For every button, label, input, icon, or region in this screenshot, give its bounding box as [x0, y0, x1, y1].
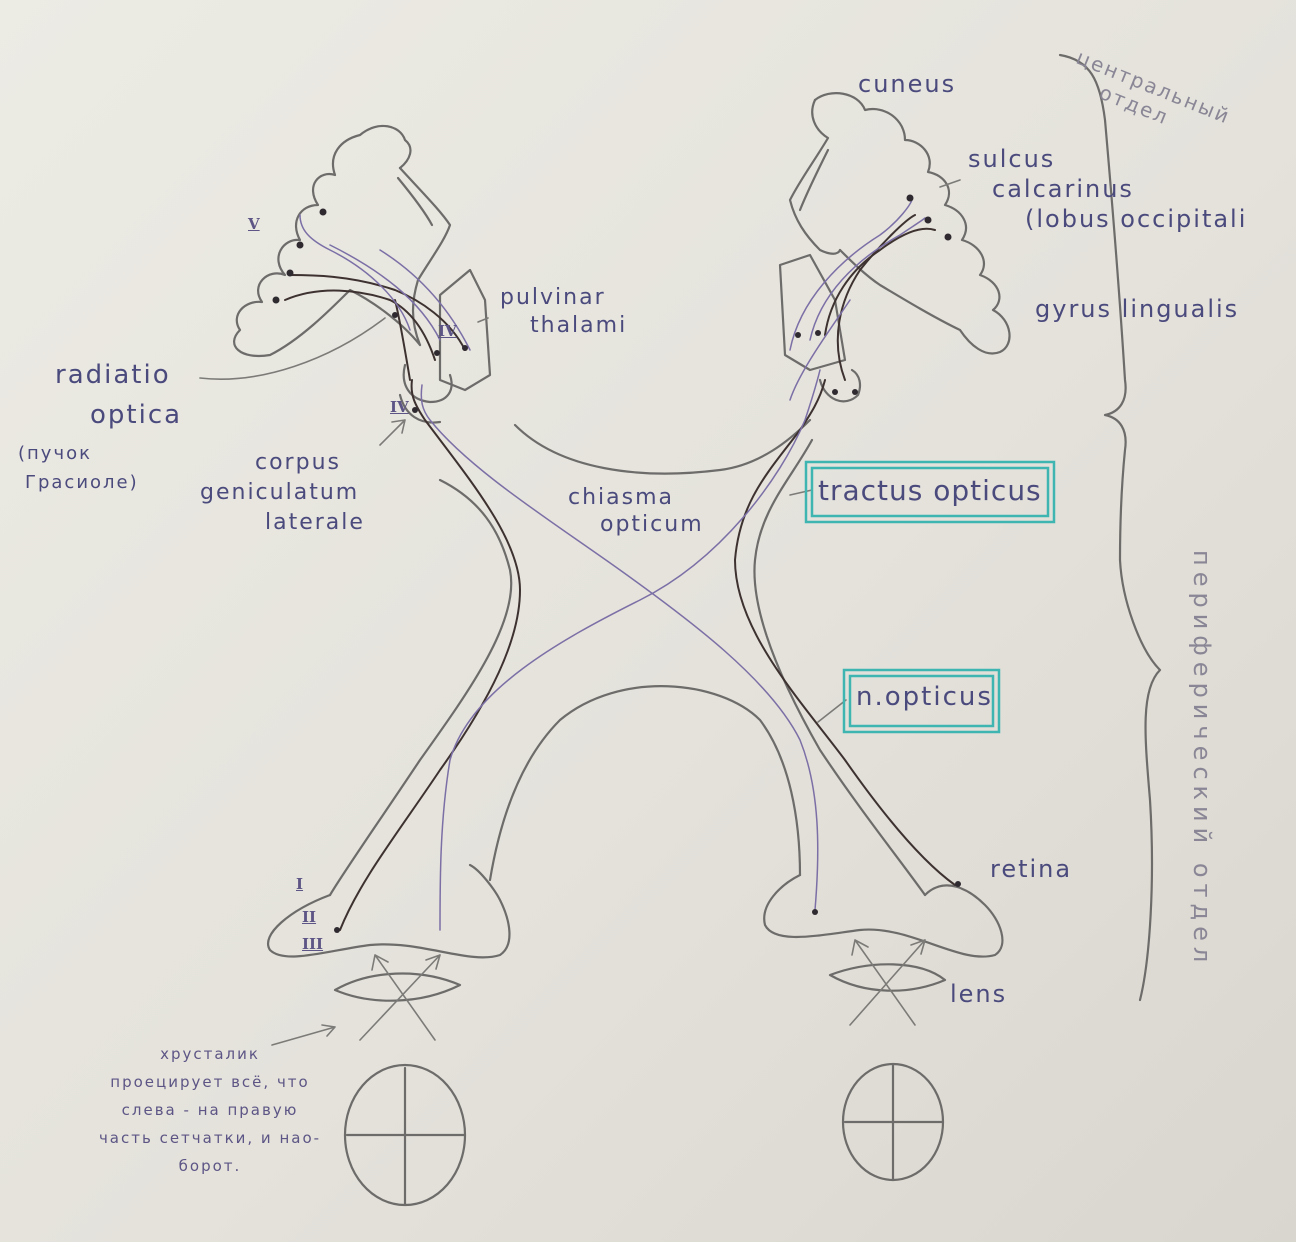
label-optica: optica	[90, 400, 183, 430]
label-calcarinus: calcarinus	[992, 175, 1134, 203]
label-n-opticus: n.opticus	[856, 682, 993, 712]
label-lobus-occipitali: (lobus occipitali	[1025, 205, 1248, 233]
label-pulvinar: pulvinar	[500, 285, 606, 310]
label-sulcus: sulcus	[968, 145, 1056, 173]
label-tractus-opticus: tractus opticus	[818, 474, 1042, 507]
numeral-iii: III	[302, 935, 324, 953]
numeral-ii: II	[302, 908, 317, 926]
tractus-opticus-box-inner	[810, 466, 1050, 518]
tractus-opticus-box	[804, 460, 1056, 524]
label-laterale: laterale	[265, 510, 365, 535]
label-perifericheskiy: периферический отдел	[1188, 550, 1216, 969]
right-lens	[828, 939, 947, 1026]
note-line: хрусталик	[160, 1045, 260, 1063]
note-line: борот.	[178, 1157, 242, 1175]
numeral-i: I	[296, 875, 304, 893]
label-retina: retina	[990, 855, 1073, 883]
label-lens: lens	[950, 980, 1008, 1008]
leader-lines	[199, 179, 961, 1046]
right-occipital-lobe	[778, 92, 1011, 403]
numeral-iv-lower: IV	[390, 398, 409, 416]
note-line: проецирует всё, что	[110, 1073, 310, 1091]
label-geniculatum: geniculatum	[200, 480, 360, 505]
central-division-brace	[1058, 53, 1127, 562]
label-corpus: corpus	[255, 450, 341, 475]
label-puchok-line2: Грасиоле)	[25, 472, 139, 493]
left-visual-field	[343, 1063, 467, 1207]
label-radiatio: radiatio	[55, 360, 171, 390]
n-opticus-box	[842, 668, 1001, 734]
lens-projection-note: хрусталик проецирует всё, что слева - на…	[70, 1040, 350, 1180]
n-opticus-box-inner	[848, 674, 995, 728]
note-line: часть сетчатки, и нао-	[98, 1129, 322, 1147]
note-line: слева - на правую	[121, 1101, 299, 1119]
left-occipital-lobe	[233, 124, 492, 424]
label-opticum: opticum	[600, 512, 704, 537]
neuron-dots	[272, 194, 961, 933]
left-lens	[333, 954, 462, 1041]
right-visual-field	[841, 1062, 945, 1182]
crossing-fibers	[299, 199, 926, 931]
peripheral-division-brace	[1118, 558, 1162, 1002]
label-cuneus: cuneus	[858, 70, 957, 98]
label-chiasma: chiasma	[568, 485, 675, 510]
numeral-v: V	[248, 215, 260, 233]
label-gyrus-lingualis: gyrus lingualis	[1035, 295, 1240, 323]
label-thalami: thalami	[530, 313, 628, 338]
numeral-iv-upper: IV	[438, 322, 457, 340]
label-puchok-line1: (пучок	[18, 443, 92, 464]
